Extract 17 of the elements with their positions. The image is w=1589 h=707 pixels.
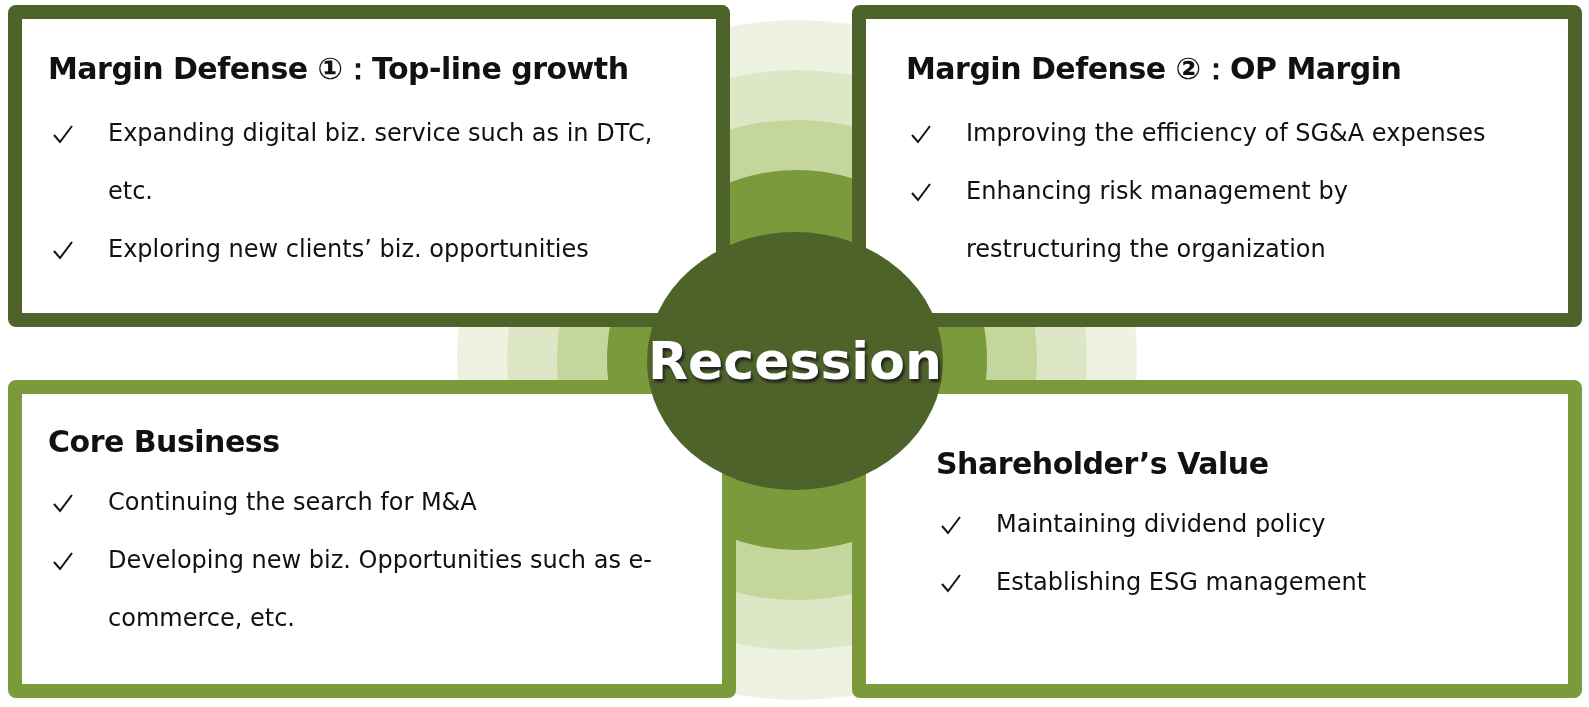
bullet-text: Enhancing risk management by restructuring the organization [966,177,1348,263]
card-heading: Margin Defense ②：OP Margin [906,50,1403,88]
bullet-text: Exploring new clients’ biz. opportunities [108,235,589,263]
bullet-text: Establishing ESG management [996,568,1367,596]
strategy-card [8,5,730,327]
card-heading: Shareholder’s Value [936,446,1270,481]
center-title: Recession [648,331,942,391]
bullet-text: Expanding digital biz. service such as in DTC, etc. [108,119,653,205]
bullet-text: Improving the efficiency of SG&A expenses [966,119,1486,147]
bullet-text: Continuing the search for M&A [108,488,477,516]
bullet-text: Maintaining dividend policy [996,510,1326,538]
bullet-text: Developing new biz. Opportunities such as e-commerce, etc. [108,546,652,632]
strategy-card [852,5,1582,327]
card-heading: Core Business [48,424,281,459]
strategy-card [8,380,736,698]
card-heading: Margin Defense ①：Top-line growth [48,50,630,88]
strategy-card [852,380,1582,698]
